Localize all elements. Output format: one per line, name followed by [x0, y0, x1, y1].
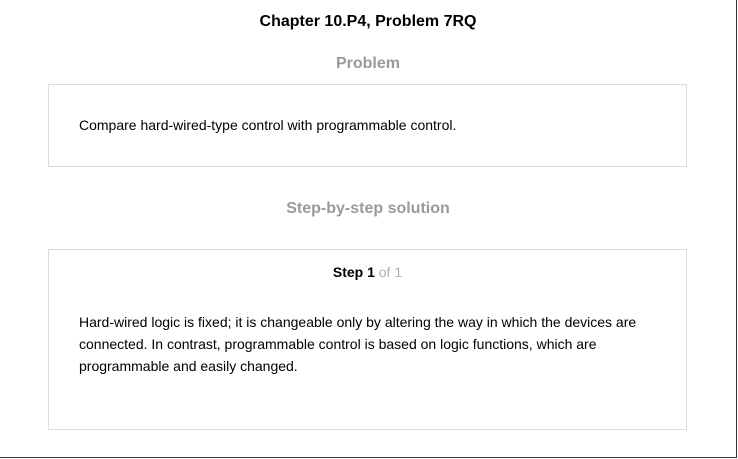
step-number: Step 1 [332, 264, 375, 280]
chapter-title: Chapter 10.P4, Problem 7RQ [259, 13, 477, 30]
step-indicator: Step 1 of 1 [49, 263, 686, 281]
solution-card: Step 1 of 1 Hard-wired logic is fixed; i… [48, 249, 687, 430]
problem-text: Compare hard-wired-type control with pro… [79, 117, 457, 133]
problem-card: Compare hard-wired-type control with pro… [48, 84, 687, 167]
step-total: of 1 [378, 264, 403, 280]
solution-heading: Step-by-step solution [286, 200, 450, 217]
solution-text: Hard-wired logic is fixed; it is changea… [79, 314, 637, 374]
problem-heading: Problem [335, 55, 400, 72]
